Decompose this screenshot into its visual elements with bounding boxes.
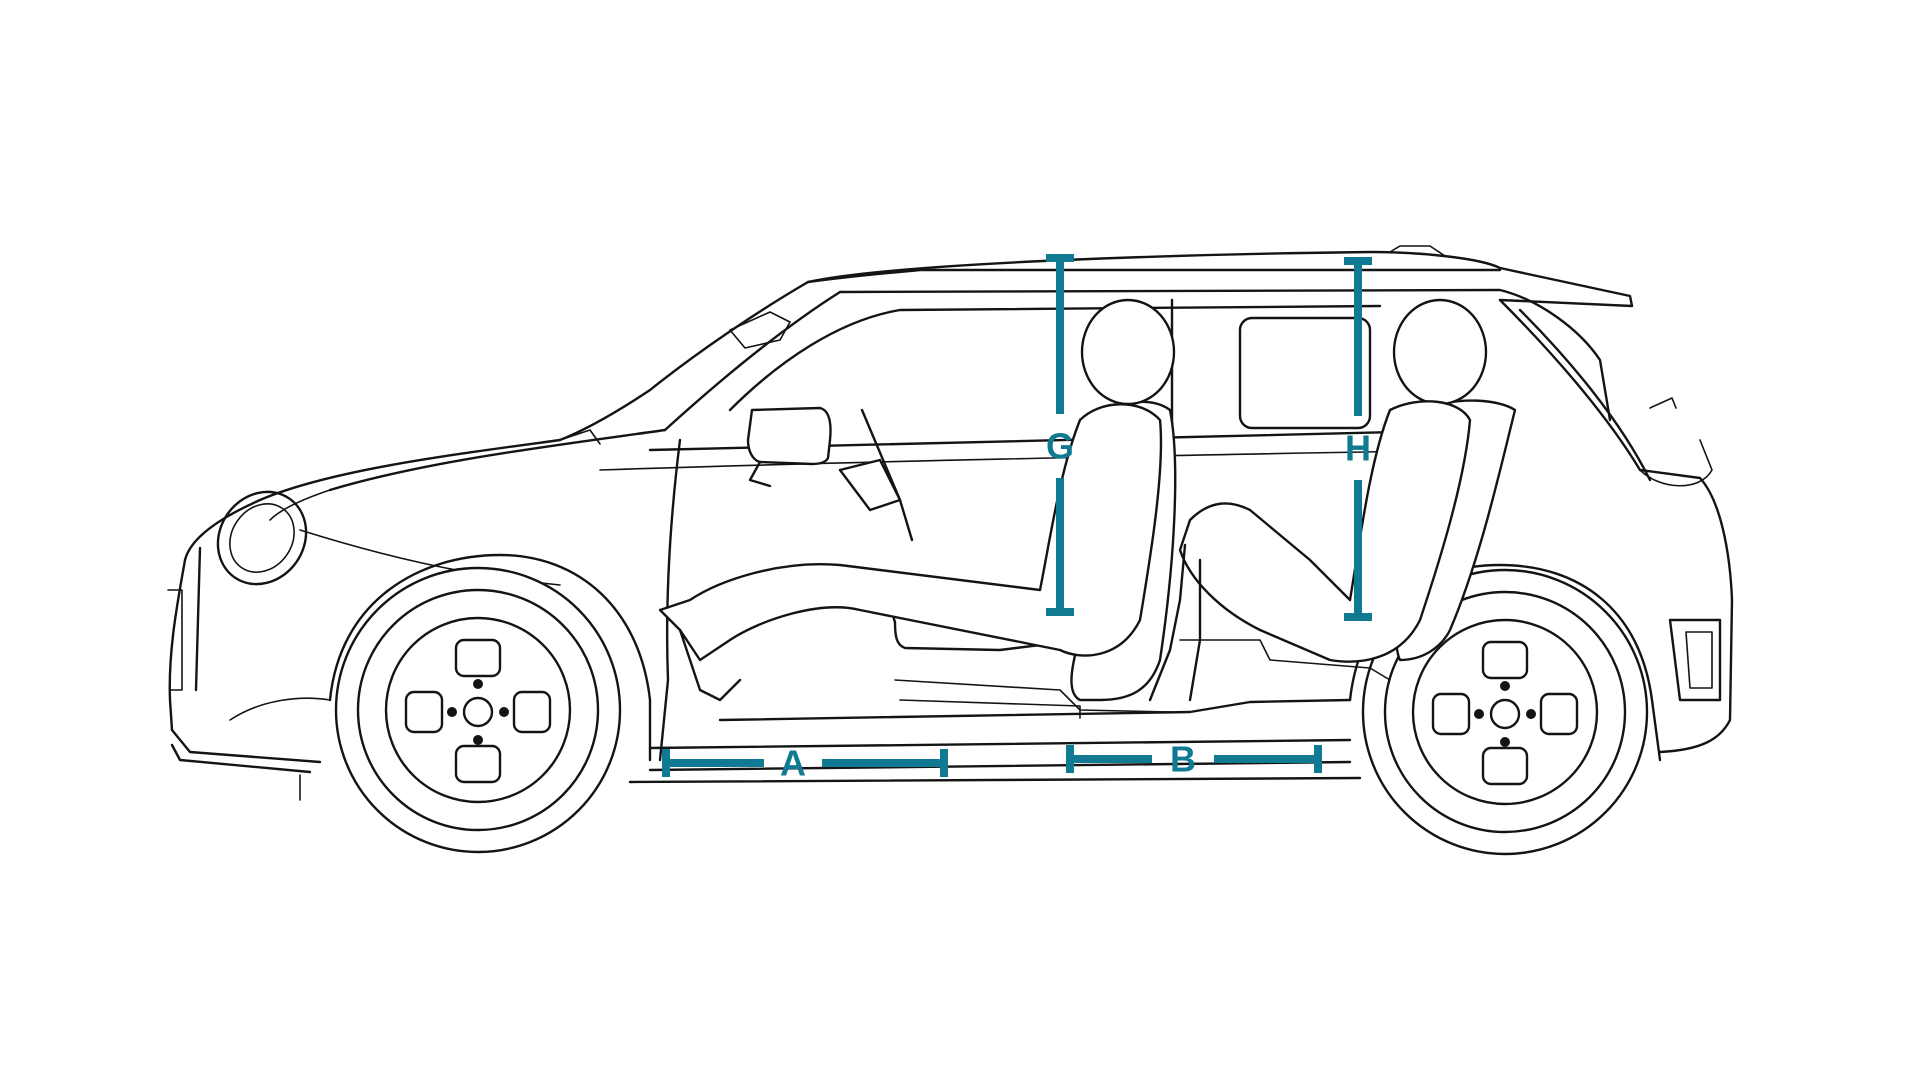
dimension-a: A <box>662 743 948 784</box>
interior-floor <box>718 639 1391 722</box>
car-body <box>167 245 1734 801</box>
rear-occupant <box>1148 298 1488 702</box>
dimension-h: H <box>1344 257 1372 621</box>
dimension-g-label: G <box>1046 426 1074 467</box>
dimension-b-label: B <box>1170 739 1196 780</box>
dimension-h-label: H <box>1345 428 1371 469</box>
dimension-g: G <box>1046 254 1074 616</box>
dimension-b: B <box>1066 739 1322 780</box>
front-wheel <box>334 566 622 854</box>
front-occupant <box>658 298 1176 702</box>
dimension-a-label: A <box>780 743 806 784</box>
